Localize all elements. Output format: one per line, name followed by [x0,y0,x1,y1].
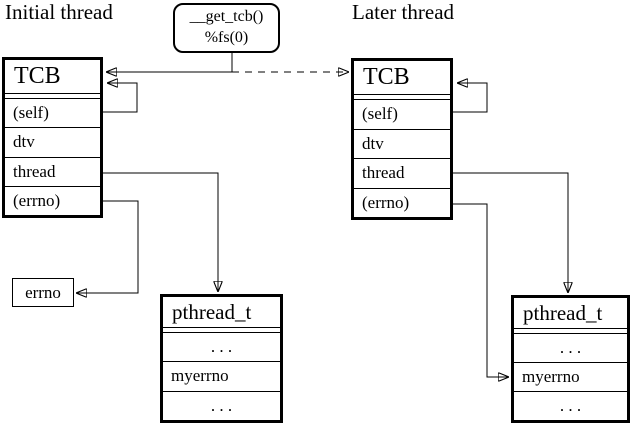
tcb-row-errno-initial: (errno) [13,190,61,210]
pthread-row-myerrno-later: myerrno [514,363,627,392]
edge-initial-thread-to-pthread-arrow [103,172,218,291]
pthread-row-dots-bottom-later: . . . [559,396,582,415]
errno-box-label: errno [25,282,61,302]
tcb-double-rule-later [354,95,450,100]
tcb-header-initial: TCB [5,60,100,94]
edge-initial-self-loop-arrow [103,83,138,113]
tcb-row-dtv-later: dtv [354,130,450,159]
pthread-double-rule-later [514,329,627,334]
pthread-row-myerrno-initial: myerrno [163,362,280,392]
tcb-row-dtv-initial: dtv [5,128,100,158]
tcb-row-thread-initial: thread [5,158,100,187]
tcb-header-later: TCB [354,61,450,95]
tcb-row-errno-later: (errno) [362,192,410,212]
pthread-double-rule-initial [163,328,280,333]
pthread-row-dots-top-later: . . . [514,334,627,363]
get-tcb-register-label: %fs(0) [204,29,249,46]
pthread-table-later: pthread_t . . . myerrno . . . [511,295,630,423]
pthread-row-dots-bottom-initial: . . . [210,395,233,415]
get-tcb-function-label: __get_tcb() [189,8,264,26]
get-tcb-box: __get_tcb() %fs(0) [173,3,280,53]
tcb-table-initial: TCB (self) dtv thread (errno) [2,57,103,218]
pthread-table-initial: pthread_t . . . myerrno . . . [160,294,283,423]
initial-thread-title: Initial thread [5,0,113,24]
pthread-header-later: pthread_t [514,298,627,329]
tcb-table-later: TCB (self) dtv thread (errno) [351,58,453,220]
edge-later-errno-to-myerrno-arrow [453,203,508,377]
pthread-row-dots-top-initial: . . . [163,333,280,363]
pthread-header-initial: pthread_t [163,297,280,328]
edge-gettcb-to-initial-tcb-arrow [107,53,233,72]
later-thread-title: Later thread [352,0,455,24]
tcb-row-self-initial: (self) [5,99,100,129]
tcb-row-thread-later: thread [354,159,450,189]
edge-later-self-loop-arrow [453,83,488,113]
errno-box: errno [12,278,74,307]
tcb-double-rule-initial [5,94,100,99]
tcb-row-self-later: (self) [354,100,450,130]
edge-later-thread-to-pthread-arrow [453,172,568,292]
